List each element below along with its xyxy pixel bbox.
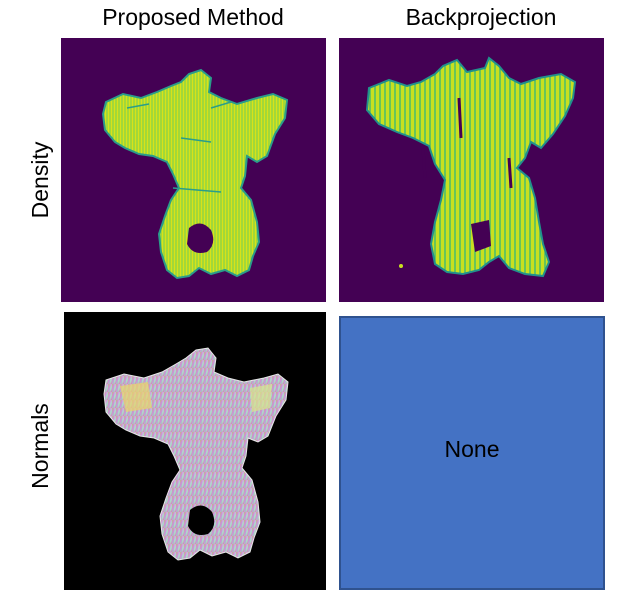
density-backprojection-figure: [365, 56, 577, 278]
normals-proposed-figure: [103, 347, 289, 561]
column-header-backprojection: Backprojection: [405, 4, 557, 30]
row-label-normals: Normals: [27, 403, 53, 489]
density-proposed-figure: [101, 68, 289, 280]
density-proposed-image: [61, 38, 326, 302]
normals-backprojection-none-panel: None: [339, 316, 605, 590]
normals-proposed-image: [64, 312, 326, 590]
density-backprojection-image: [339, 38, 604, 302]
none-label: None: [444, 436, 500, 462]
column-header-proposed-method: Proposed Method: [102, 4, 284, 30]
row-label-density: Density: [27, 141, 53, 219]
